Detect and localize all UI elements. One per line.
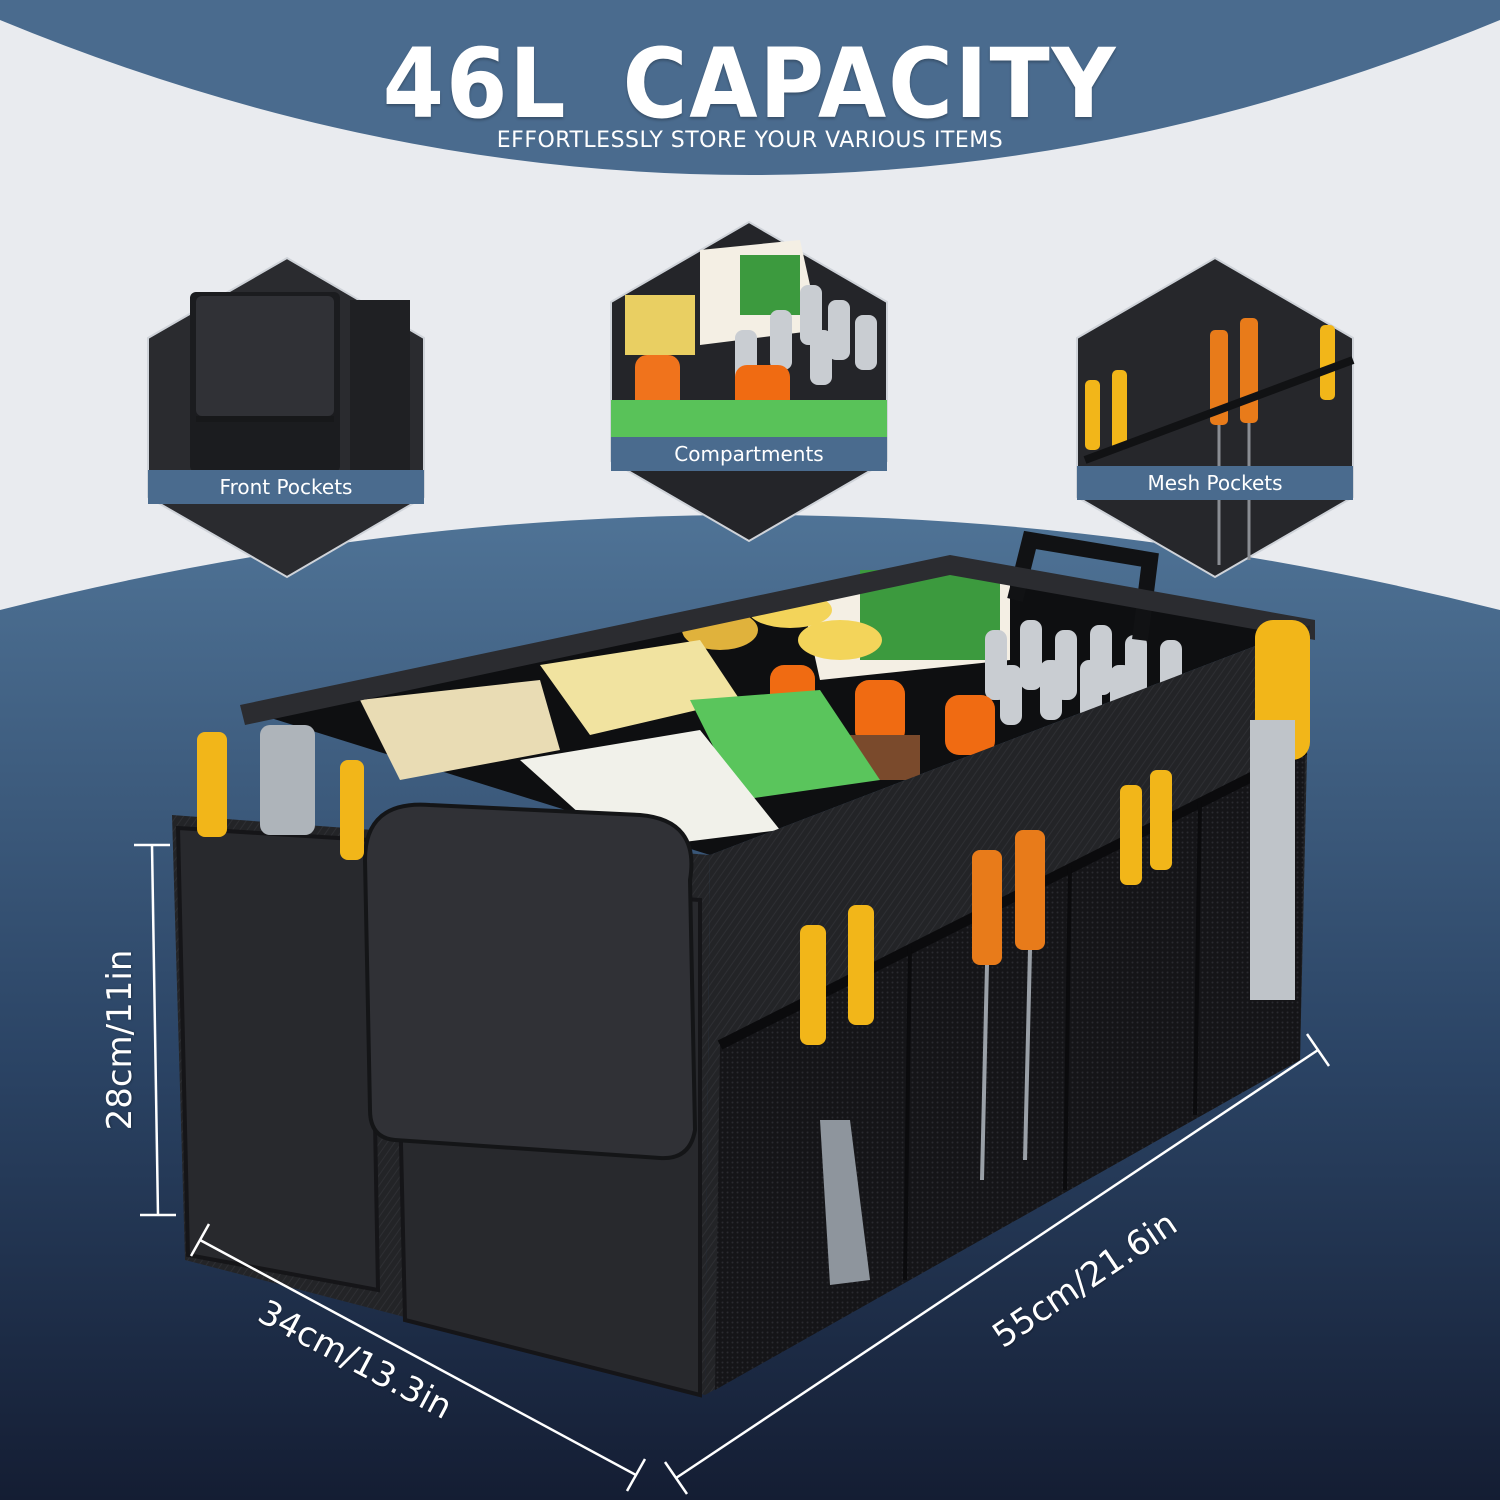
front-pocket-left (175, 825, 381, 1293)
trunk-organizer (172, 530, 1315, 1398)
top-banner (0, 0, 1500, 175)
compartments-label: Compartments (674, 442, 824, 466)
tools (800, 620, 1310, 1285)
hexagon-compartments (610, 220, 888, 543)
mesh-pockets-label: Mesh Pockets (1147, 471, 1283, 495)
height-dimension: 28cm/11in (100, 949, 140, 1131)
headline: 46L CAPACITY (60, 28, 1440, 140)
pasta-box (520, 730, 780, 850)
front-pockets-label: Front Pockets (219, 475, 353, 499)
hexagon-front-pockets (147, 256, 425, 579)
hexagon-mesh-pockets (1076, 256, 1355, 579)
subheadline: EFFORTLESSLY STORE YOUR VARIOUS ITEMS (496, 128, 1004, 153)
green-snacks (690, 690, 880, 800)
food-pack (360, 680, 560, 780)
capacity-value: 46L (382, 28, 568, 140)
hex-label-bar (148, 470, 424, 504)
dimension-lines (134, 843, 1331, 1495)
pocket-flap (362, 802, 698, 1161)
snack-can (798, 620, 882, 660)
bottle-caps (985, 620, 1182, 725)
hex-label-bar (611, 437, 887, 471)
front-tools (197, 725, 364, 860)
pasta-pack (540, 640, 740, 735)
capacity-word: CAPACITY (622, 28, 1118, 140)
hex-label-bar (1077, 466, 1353, 500)
